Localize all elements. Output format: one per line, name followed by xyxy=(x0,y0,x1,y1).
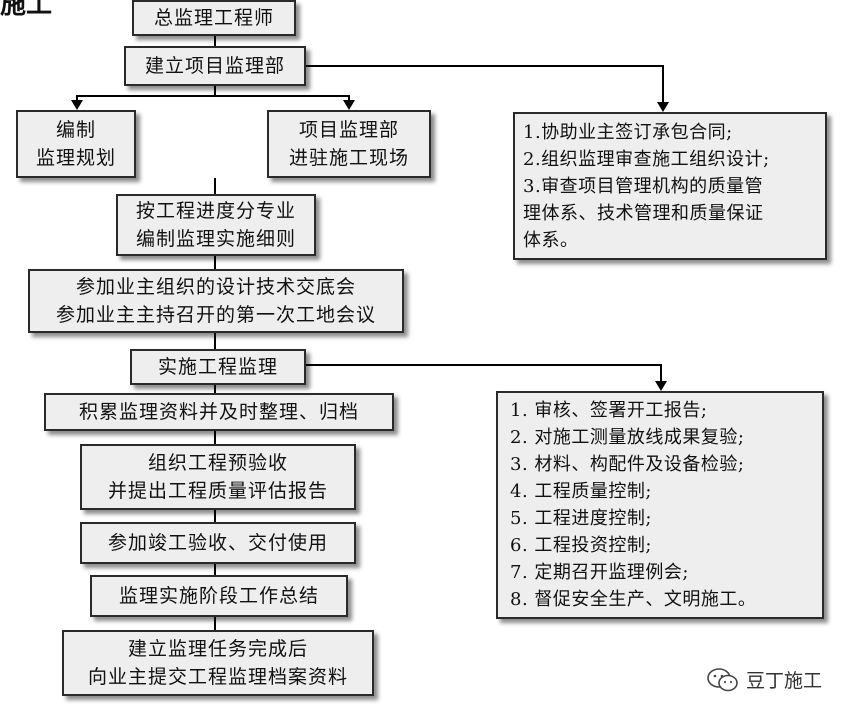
establish-department-box: 建立项目监理部 xyxy=(124,46,306,86)
watermark-text: 豆丁施工 xyxy=(746,670,823,692)
stage-summary-box: 监理实施阶段工作总结 xyxy=(90,575,348,617)
list-item: 3.审查项目管理机构的质量管 xyxy=(523,175,764,197)
box-line: 参加业主组织的设计技术交底会 xyxy=(75,276,356,298)
box-line: 实施工程监理 xyxy=(157,356,278,378)
cut-off-title: 施工 xyxy=(0,0,53,20)
box-line: 编制 xyxy=(55,119,96,141)
list-item: 6. 工程投资控制; xyxy=(510,535,652,556)
meetings-box: 参加业主组织的设计技术交底会 参加业主主持召开的第一次工地会议 xyxy=(28,269,404,333)
list-item: 3. 材料、构配件及设备检验; xyxy=(510,454,745,475)
box-line: 总监理工程师 xyxy=(153,7,274,29)
box-line: 编制监理实施细则 xyxy=(135,228,296,250)
box-line: 监理规划 xyxy=(35,147,116,169)
supervision-plan-box: 编制 监理规划 xyxy=(16,110,136,178)
implement-supervision-box: 实施工程监理 xyxy=(130,349,306,385)
submit-archives-box: 建立监理任务完成后 向业主提交工程监理档案资料 xyxy=(62,630,374,696)
enter-site-box: 项目监理部 进驻施工现场 xyxy=(267,110,431,178)
box-line: 监理实施阶段工作总结 xyxy=(118,585,319,607)
list-item: 理体系、技术管理和质量保证 xyxy=(523,202,764,224)
box-line: 项目监理部 xyxy=(298,119,399,141)
list-item: 7. 定期召开监理例会; xyxy=(510,562,689,583)
chief-supervisor-box: 总监理工程师 xyxy=(132,0,296,36)
list-item: 1.协助业主签订承包合同; xyxy=(523,121,733,143)
implementation-duties-box: 1. 审核、签署开工报告; 2. 对施工测量放线成果复验; 3. 材料、构配件及… xyxy=(496,391,824,619)
box-line: 进驻施工现场 xyxy=(288,147,409,169)
list-item: 体系。 xyxy=(523,229,579,251)
pre-acceptance-box: 组织工程预验收 并提出工程质量评估报告 xyxy=(80,444,356,510)
early-duties-box: 1.协助业主签订承包合同; 2.组织监理审查施工组织设计; 3.审查项目管理机构… xyxy=(513,112,827,260)
box-line: 参加业主主持召开的第一次工地会议 xyxy=(55,304,376,326)
archive-box: 积累监理资料并及时整理、归档 xyxy=(44,393,394,431)
list-item: 2. 对施工测量放线成果复验; xyxy=(510,427,745,448)
box-line: 建立监理任务完成后 xyxy=(127,638,308,660)
box-line: 组织工程预验收 xyxy=(147,452,288,474)
list-item: 8. 督促安全生产、文明施工。 xyxy=(510,589,757,610)
list-item: 4. 工程质量控制; xyxy=(510,481,652,502)
list-item: 1. 审核、签署开工报告; xyxy=(510,400,708,421)
box-line: 向业主提交工程监理档案资料 xyxy=(87,666,348,688)
completion-acceptance-box: 参加竣工验收、交付使用 xyxy=(80,522,356,564)
box-line: 积累监理资料并及时整理、归档 xyxy=(78,401,359,423)
list-item: 2.组织监理审查施工组织设计; xyxy=(523,148,770,170)
box-line: 参加竣工验收、交付使用 xyxy=(107,532,328,554)
list-item: 5. 工程进度控制; xyxy=(510,508,652,529)
wechat-icon xyxy=(707,667,738,691)
box-line: 建立项目监理部 xyxy=(144,55,285,77)
watermark: 豆丁施工 xyxy=(706,666,822,693)
box-line: 按工程进度分专业 xyxy=(135,200,296,222)
implementation-rules-box: 按工程进度分专业 编制监理实施细则 xyxy=(116,194,316,256)
box-line: 并提出工程质量评估报告 xyxy=(107,480,328,502)
